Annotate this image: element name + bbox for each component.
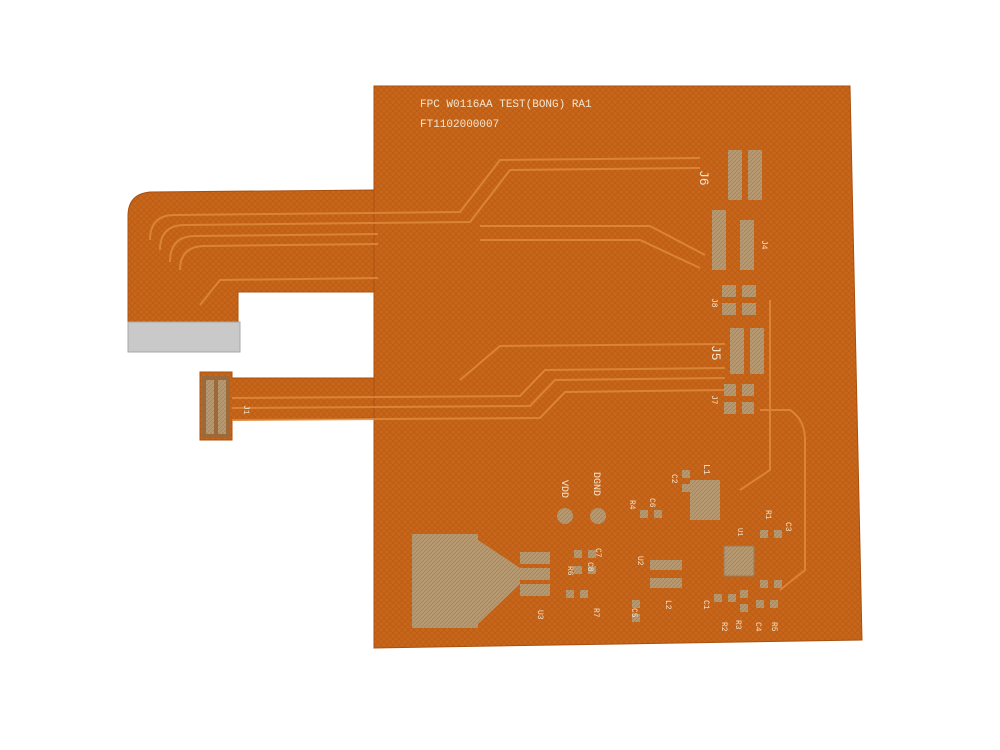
svg-text:R4: R4 <box>627 500 636 510</box>
svg-text:C1: C1 <box>701 600 710 610</box>
svg-text:C2: C2 <box>669 474 678 484</box>
label-j1: J1 <box>241 405 250 415</box>
svg-text:L1: L1 <box>701 464 711 475</box>
stiffener-tab <box>127 321 241 353</box>
svg-text:J8: J8 <box>709 298 718 308</box>
svg-text:U2: U2 <box>635 556 644 566</box>
connector-j5: J5 <box>708 328 764 374</box>
svg-text:J7: J7 <box>709 395 718 405</box>
svg-text:R2: R2 <box>719 622 728 632</box>
svg-text:C6: C6 <box>647 498 656 508</box>
connector-j4: J4 <box>712 210 768 270</box>
svg-text:VDD: VDD <box>558 480 569 498</box>
connector-j1-pads <box>202 376 230 438</box>
svg-text:C7: C7 <box>593 548 602 558</box>
svg-text:C8: C8 <box>585 562 594 572</box>
svg-text:C3: C3 <box>783 522 792 532</box>
svg-text:J5: J5 <box>708 345 723 361</box>
svg-text:R5: R5 <box>769 622 778 632</box>
svg-text:DGND: DGND <box>590 472 601 496</box>
svg-text:R1: R1 <box>763 510 772 520</box>
connector-j7: J7 <box>709 384 754 414</box>
svg-text:R3: R3 <box>733 620 742 630</box>
svg-text:J6: J6 <box>696 170 711 186</box>
svg-text:R7: R7 <box>591 608 600 618</box>
chip-u1: U1 <box>723 528 755 577</box>
small-pads <box>566 470 782 622</box>
test-point-vdd: VDD <box>557 480 573 524</box>
traces-upper <box>149 157 706 306</box>
connector-j8: J8 <box>709 285 756 315</box>
board-part-number: FT1102000007 <box>420 119 499 131</box>
board-title: FPC W0116AA TEST(BONG) RA1 <box>420 99 592 111</box>
svg-text:L2: L2 <box>663 600 672 610</box>
inductor-l1: L1 <box>690 464 720 520</box>
connector-j6: J6 <box>696 150 762 200</box>
test-point-dgnd: DGND <box>590 472 606 524</box>
inductor-l2: L2 <box>650 560 682 610</box>
traces-lower <box>231 300 806 591</box>
svg-text:U3: U3 <box>535 610 544 620</box>
chip-u3: U3 <box>520 552 550 620</box>
svg-text:U1: U1 <box>735 528 743 536</box>
svg-text:C4: C4 <box>753 622 762 632</box>
designators: C2 C6 R4 U2 C7 C8 R6 R7 C5 R1 C3 C1 R3 R… <box>565 474 792 632</box>
svg-text:C5: C5 <box>629 608 638 618</box>
svg-text:J4: J4 <box>759 240 768 250</box>
large-gold-pad <box>412 534 520 628</box>
svg-text:R6: R6 <box>565 566 574 576</box>
